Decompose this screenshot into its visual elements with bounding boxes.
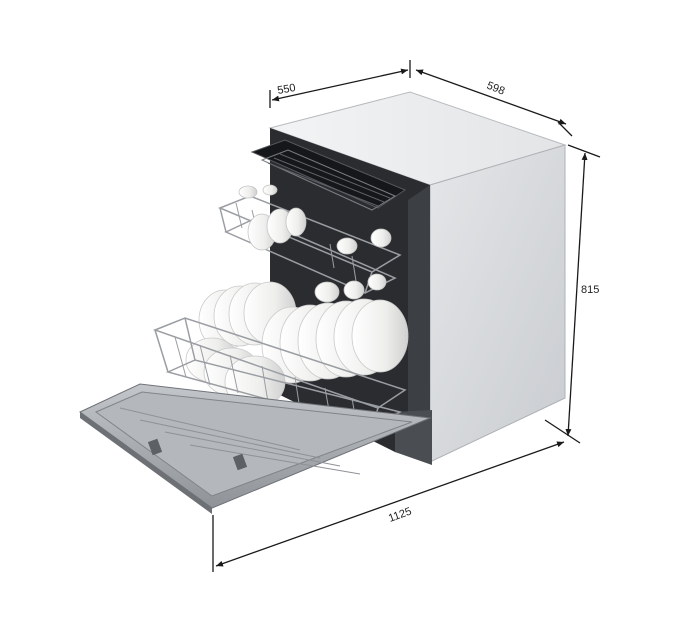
cabinet-side-panel: [429, 144, 566, 463]
door-open-depth-label: 1125: [387, 505, 413, 524]
upper-rack: [218, 184, 402, 303]
width-dimension-line: [415, 69, 567, 125]
cabinet-front-edge: [408, 185, 430, 462]
width-label: 598: [485, 80, 507, 98]
depth-dimension-line: [271, 68, 409, 102]
depth-label: 550: [276, 82, 296, 97]
height-dimension-line: [565, 152, 588, 437]
door-open-depth-dimension-line: [215, 441, 565, 567]
dimension-lines: 550 598 815 1125: [212, 60, 601, 572]
dishwasher-illustration: [79, 91, 567, 514]
height-label: 815: [581, 284, 599, 296]
top-cutlery-tray: [250, 139, 407, 211]
